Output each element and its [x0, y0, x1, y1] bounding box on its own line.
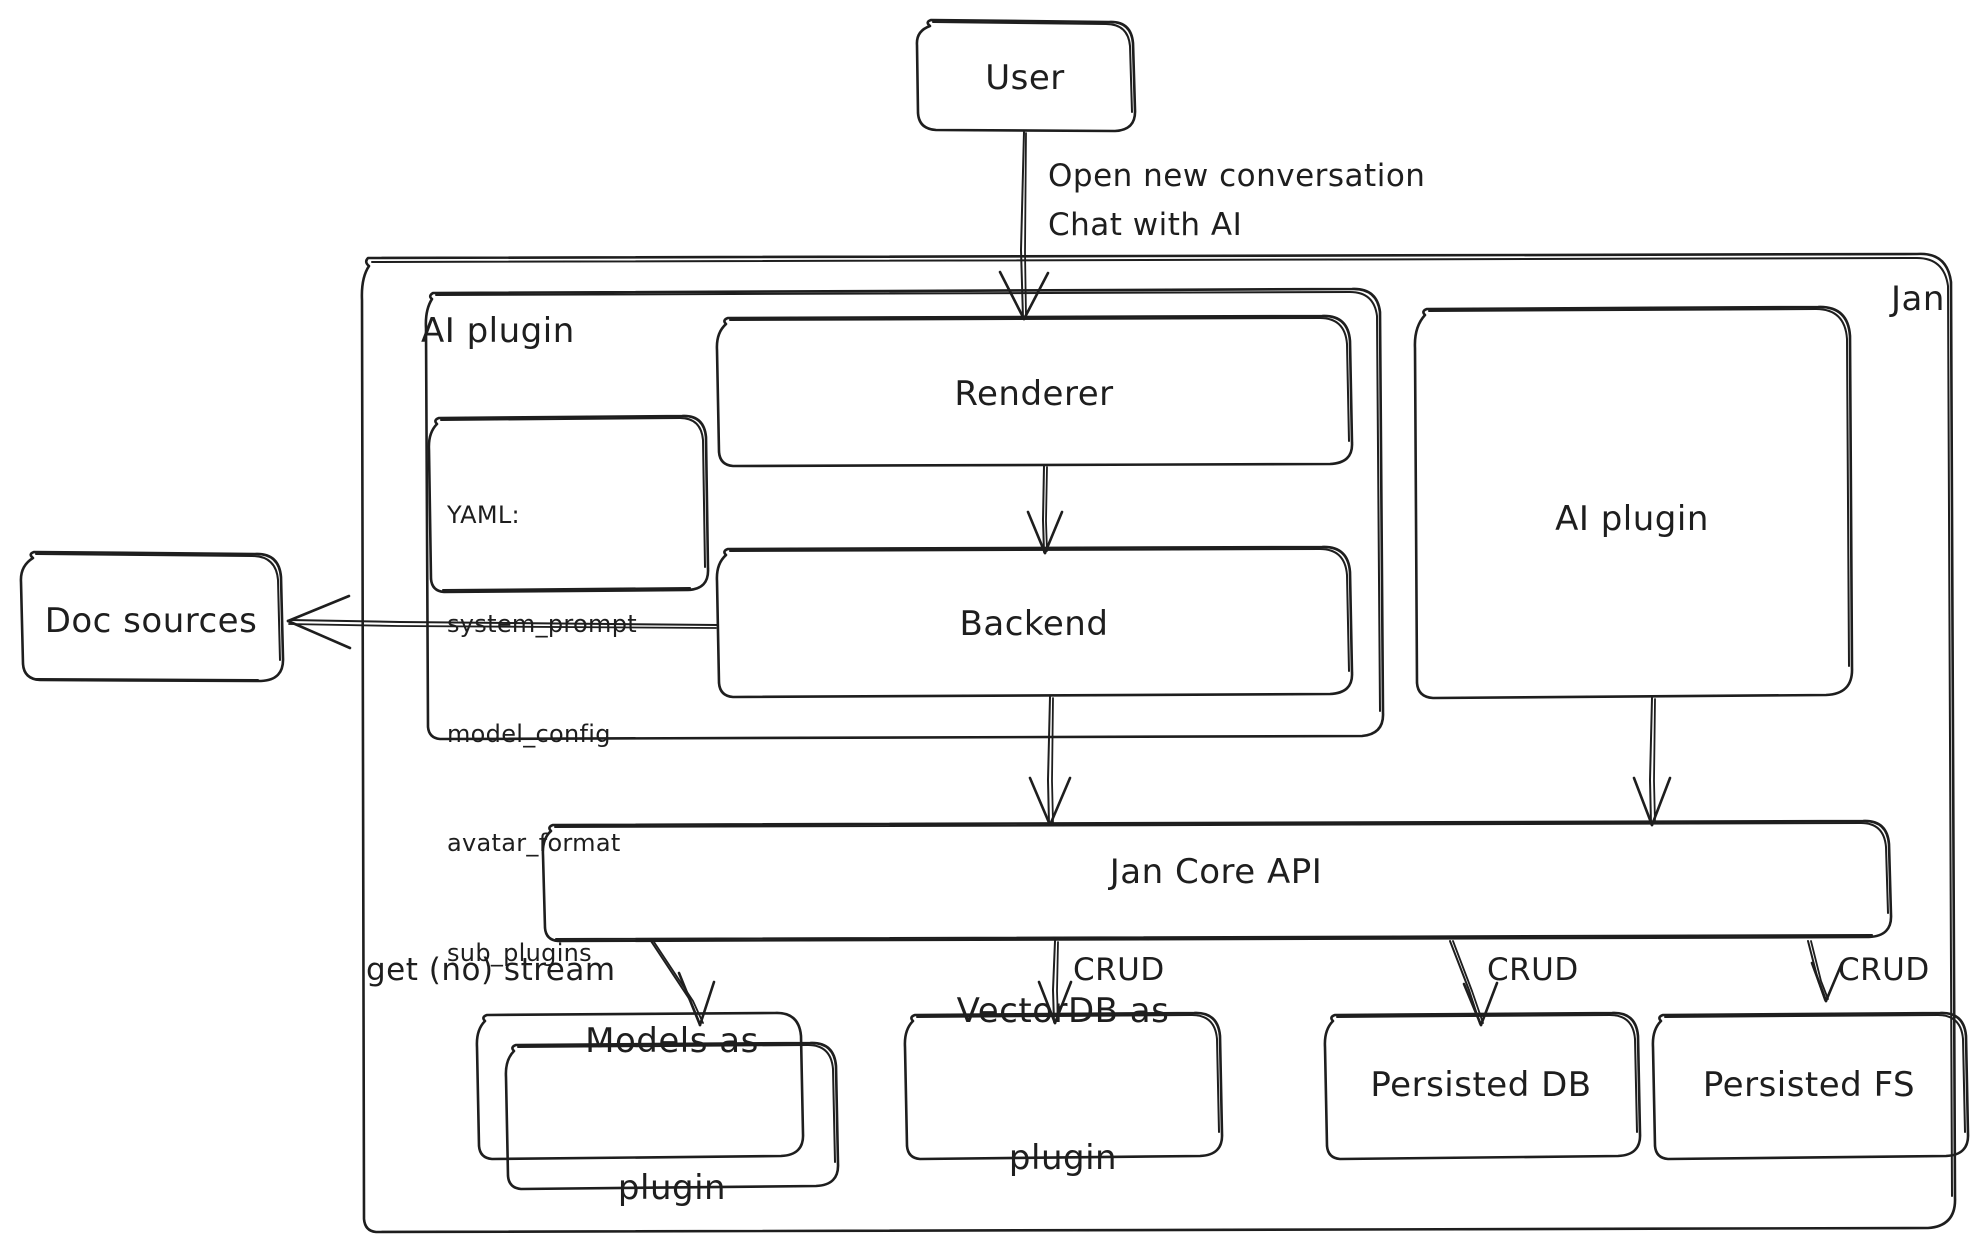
node-persisted-fs: [1651, 1011, 1970, 1161]
node-vectordb-plugin: [903, 1011, 1224, 1161]
edge-ai-plugin-to-core-api: [1632, 697, 1672, 827]
container-jan: [360, 252, 1957, 1234]
edge-backend-to-doc-sources: [286, 594, 719, 650]
node-jan-core-api: [541, 819, 1893, 943]
edge-core-api-to-persisted-db: [1449, 940, 1499, 1027]
edge-renderer-to-backend: [1026, 465, 1064, 555]
edge-backend-to-core-api: [1028, 696, 1072, 827]
node-renderer: [715, 314, 1354, 468]
edge-core-api-to-models: [650, 940, 716, 1027]
node-models-plugin: [475, 1011, 840, 1191]
container-ai-plugin-group: [424, 287, 1385, 741]
edge-core-api-to-vectordb: [1037, 940, 1073, 1025]
edge-core-api-to-persisted-fs: [1807, 940, 1844, 1003]
edge-user-to-renderer: [998, 131, 1050, 321]
node-ai-plugin: [1413, 305, 1854, 700]
node-yaml-note: [427, 414, 710, 594]
node-persisted-db: [1323, 1011, 1642, 1161]
node-user: [915, 18, 1137, 133]
node-backend: [715, 545, 1354, 699]
node-doc-sources: [19, 550, 285, 683]
